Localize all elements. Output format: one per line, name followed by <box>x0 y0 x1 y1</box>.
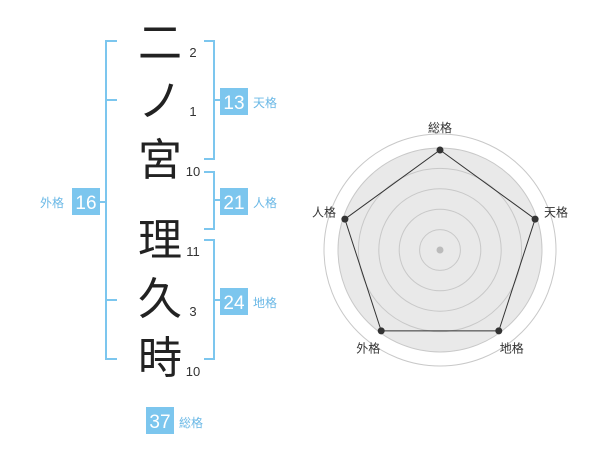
name-char-6: 時 <box>138 333 182 384</box>
radar-ring <box>378 188 502 312</box>
jinkaku-badge: 21 人格 <box>220 188 277 215</box>
chikaku-label: 地格 <box>253 295 277 310</box>
stroke-count-5: 3 <box>189 304 196 319</box>
radar-point-4 <box>377 327 385 335</box>
stroke-counts: 2 1 10 11 3 10 <box>186 45 200 379</box>
radar-outer-ring <box>323 133 557 367</box>
jinkaku-label: 人格 <box>253 195 277 210</box>
chikaku-bracket <box>204 239 220 360</box>
gaikaku-label: 外格 <box>40 195 64 210</box>
name-char-2: ノ <box>138 76 182 127</box>
radar-ring <box>398 208 482 292</box>
gaikaku-value: 16 <box>75 193 96 214</box>
radar-axis-label-2: 天格 <box>544 204 568 219</box>
radar-rings <box>323 133 557 367</box>
name-char-4: 理 <box>138 215 182 266</box>
radar-points <box>341 146 539 335</box>
soukaku-label: 総格 <box>179 415 203 430</box>
jinkaku-value: 21 <box>223 193 244 214</box>
stroke-count-4: 11 <box>186 244 200 259</box>
stroke-count-3: 10 <box>186 164 200 179</box>
radar-center-dot <box>436 246 444 254</box>
radar-series-polygon <box>344 149 536 332</box>
radar-axis-label-4: 外格 <box>356 341 380 356</box>
tenkaku-badge: 13 天格 <box>220 88 277 115</box>
jinkaku-bracket <box>204 171 220 230</box>
gaikaku-bracket <box>105 40 117 360</box>
chikaku-badge: 24 地格 <box>220 288 277 315</box>
tenkaku-bracket <box>204 40 220 160</box>
name-char-3: 宮 <box>138 135 182 186</box>
brackets <box>100 40 220 360</box>
tenkaku-label: 天格 <box>253 95 277 110</box>
tenkaku-value: 13 <box>223 93 244 114</box>
radar-axis-label-1: 総格 <box>428 120 452 135</box>
radar-ring <box>419 229 461 271</box>
stroke-count-2: 1 <box>189 104 196 119</box>
radar-point-5 <box>341 215 349 223</box>
radar-point-1 <box>436 146 444 154</box>
name-characters: 二 ノ 宮 理 久 時 <box>138 18 182 384</box>
name-char-5: 久 <box>138 274 182 325</box>
radar-axis-label-5: 人格 <box>312 204 336 219</box>
name-char-1: 二 <box>138 18 182 69</box>
stroke-count-6: 10 <box>186 364 200 379</box>
soukaku-badge: 37 総格 <box>146 407 203 434</box>
radar-point-2 <box>531 215 539 223</box>
chikaku-value: 24 <box>223 293 245 314</box>
gaikaku-badge: 16 外格 <box>40 188 100 215</box>
radar-ring <box>357 167 523 333</box>
soukaku-value: 37 <box>149 412 170 433</box>
radar-axis-label-3: 地格 <box>500 341 524 356</box>
radar-point-3 <box>495 327 503 335</box>
stroke-count-1: 2 <box>189 45 196 60</box>
